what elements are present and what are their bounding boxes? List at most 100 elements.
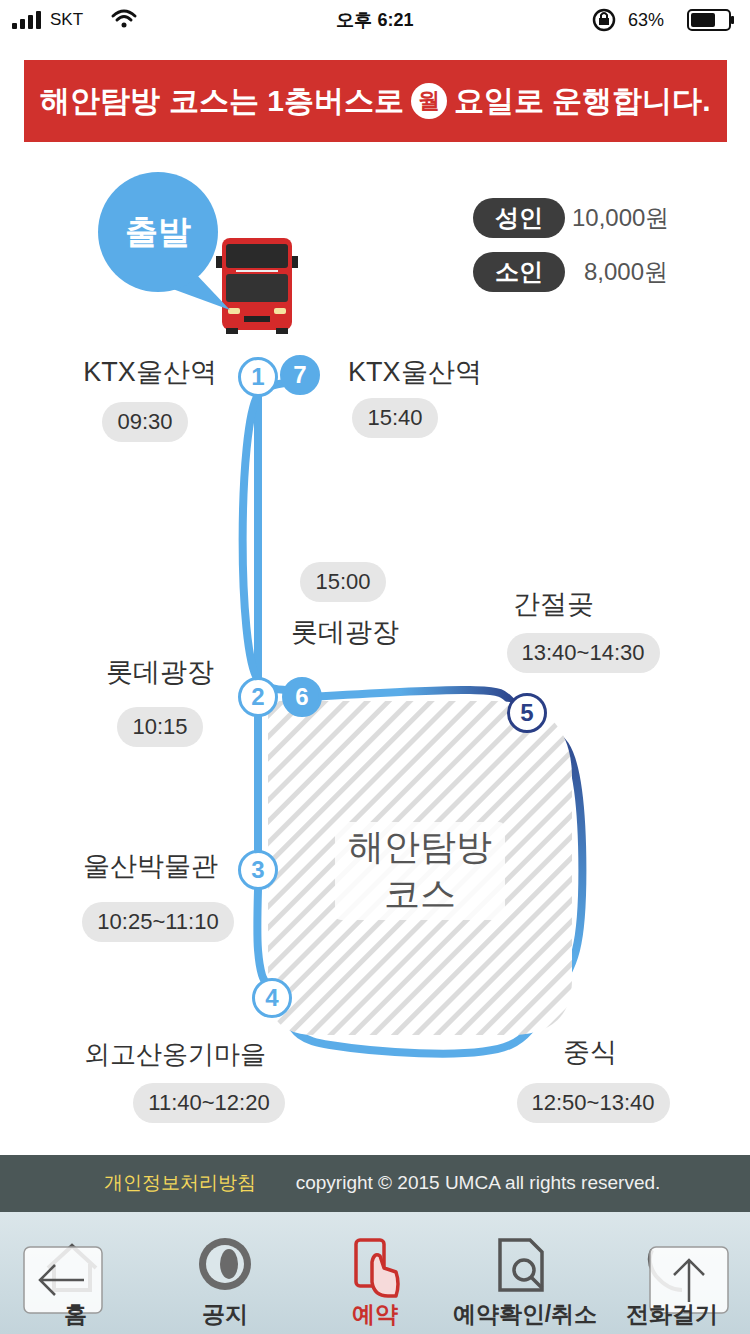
footer-bar [0,1155,750,1212]
label-slot: 전화걸기 [626,1299,718,1330]
label-slot: SKT [50,10,83,30]
time-badge-text: 12:50~13:40 [532,1090,655,1116]
back-button [24,1247,102,1313]
nav-label: 공지 [202,1301,248,1327]
label-slot: 중식 [563,1034,617,1070]
stop-name: 울산박물관 [83,851,218,881]
label-slot: 8,000원 [584,256,668,288]
nav-label: 홈 [64,1301,87,1327]
time-badge: 11:40~12:20 [133,1083,285,1123]
copyright-note: copyright © 2015 UMCA all rights reserve… [296,1172,661,1193]
battery-level: 63% [628,10,664,30]
fare-tag: 소인 [473,252,565,292]
notice-banner: 해안탐방 코스는 1층버스로 요일로 운행합니다. 월 [24,60,727,142]
battery-icon [688,10,734,30]
stop-marker-text: 6 [295,683,308,711]
check-icon [500,1240,542,1290]
course-area-text: 해안탐방 코스 [335,822,505,920]
start-bubble-text: 출발 [125,210,191,255]
bus-illustration [216,238,298,334]
label-slot: 롯데광장 [106,654,214,690]
footer-link: 개인정보처리방침 [104,1172,256,1193]
stop-marker-text: 2 [251,683,264,711]
time-badge-text: 11:40~12:20 [148,1090,269,1116]
stop-marker: 7 [280,355,320,395]
nav-label: 예약 [352,1301,398,1327]
price: 8,000원 [584,258,668,285]
label-slot: 63% [628,10,664,31]
day-badge-text: 월 [418,86,440,116]
day-badge: 월 [411,83,447,119]
time-badge-text: 09:30 [117,409,172,435]
stop-name: 간절곶 [513,589,594,619]
label-slot: 오후 6:21 [336,8,413,32]
stop-marker: 1 [238,357,278,397]
course-area: 해안탐방 코스 [262,697,578,1045]
fare-tag: 성인 [473,198,565,238]
time-badge: 12:50~13:40 [517,1083,670,1123]
stop-marker: 2 [238,677,278,717]
signal-icon [12,11,41,29]
time-badge: 10:15 [117,707,203,747]
stop-marker-text: 1 [251,363,264,391]
label-slot: 10,000원 [572,202,669,234]
nav-label: 전화걸기 [626,1301,718,1327]
stop-name: 롯데광장 [106,657,214,687]
time-badge-text: 15:00 [315,569,370,595]
time-badge: 09:30 [102,402,188,442]
route-line [243,384,284,690]
label-slot: 롯데광장 [291,614,399,650]
notice-banner-text: 해안탐방 코스는 1층버스로 [40,81,403,122]
stop-marker: 5 [507,693,547,733]
time-badge-text: 10:15 [132,714,187,740]
label-slot: 예약확인/취소 [453,1299,597,1330]
stop-name: KTX울산역 [348,357,482,387]
stop-marker: 6 [282,677,322,717]
time-badge-text: 10:25~11:10 [97,909,218,935]
carrier-name: SKT [50,10,83,29]
route-line [257,890,264,980]
label-slot: 외고산옹기마을 [84,1037,266,1072]
route-line [254,397,262,677]
stop-name: KTX울산역 [83,357,217,387]
stop-name: 롯데광장 [291,617,399,647]
bubble-circle [98,172,218,292]
time-badge-text: 15:40 [367,405,422,431]
label-slot: 개인정보처리방침 [104,1170,256,1196]
stop-marker: 4 [252,978,292,1018]
nav-bar [0,1212,750,1334]
notice-icon [199,1238,251,1290]
route-line [254,717,262,850]
start-bubble: 출발 [98,172,218,292]
wifi-icon [113,11,135,28]
time-badge: 13:40~14:30 [507,633,660,673]
rotation-lock-icon [594,10,614,30]
time-badge: 15:40 [352,398,438,438]
stop-marker-text: 5 [520,699,533,727]
nav-label: 예약확인/취소 [453,1301,597,1327]
stop-marker-text: 3 [251,856,264,884]
time-badge: 10:25~11:10 [82,902,234,942]
price: 10,000원 [572,204,669,231]
label-slot: KTX울산역 [348,354,482,390]
fare-tag-text: 소인 [495,256,543,288]
label-slot: KTX울산역 [83,354,217,390]
fare-tag-text: 성인 [495,202,543,234]
stop-marker: 3 [238,850,278,890]
stop-name: 중식 [563,1037,617,1067]
notice-banner-text: 요일로 운행합니다. [454,81,711,122]
route-line [322,690,511,701]
reserve-icon [356,1240,398,1296]
stop-marker-text: 7 [293,361,306,389]
stop-marker-text: 4 [265,984,278,1012]
course-area-fill [268,701,572,1035]
label-slot: 울산박물관 [83,848,218,884]
label-slot: 홈 [64,1299,87,1330]
time-badge-text: 13:40~14:30 [522,640,645,666]
label-slot: 간절곶 [513,586,594,622]
label-slot: 공지 [202,1299,248,1330]
clock: 오후 6:21 [336,10,413,30]
time-badge: 15:00 [300,562,386,602]
label-slot: copyright © 2015 UMCA all rights reserve… [296,1172,661,1194]
